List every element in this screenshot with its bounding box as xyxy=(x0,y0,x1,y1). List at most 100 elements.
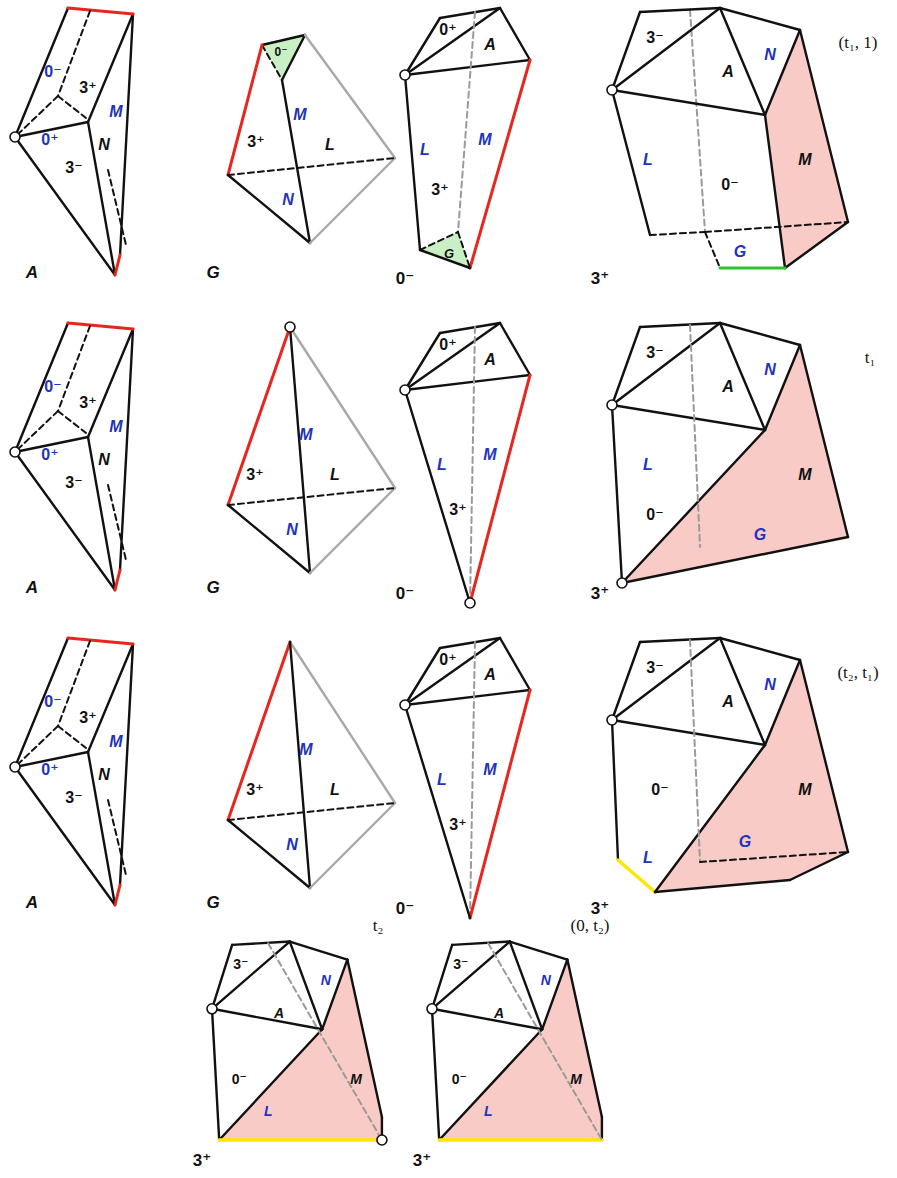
polyhedron-edge xyxy=(305,35,395,158)
row-tag: t₂ xyxy=(373,917,384,934)
face-label: A xyxy=(484,37,496,53)
face-label: M xyxy=(478,132,491,148)
polyhedron-edge xyxy=(228,327,290,505)
polyhedron-edge xyxy=(310,803,395,888)
polyhedron-edge xyxy=(720,323,800,345)
polyhedron-edge xyxy=(470,375,530,603)
polyhedron-edge xyxy=(405,705,470,918)
polyhedron-edge xyxy=(15,8,68,137)
vertex-marker xyxy=(400,700,410,710)
face-label: 3⁻ xyxy=(65,160,82,176)
face-label: N xyxy=(321,973,331,987)
polyhedron-edge xyxy=(108,800,126,875)
polyhedron-edge xyxy=(439,1029,542,1140)
polyhedron-edge xyxy=(785,222,848,268)
shaded-face xyxy=(219,960,382,1140)
polyhedron-edge xyxy=(15,726,58,767)
polyhedron-edge xyxy=(470,327,475,603)
polyhedron-edge xyxy=(115,885,120,905)
face-label: M xyxy=(798,782,811,798)
polyhedron-edge xyxy=(88,752,115,905)
face-label: 0⁻ xyxy=(651,782,668,798)
face-label: L xyxy=(437,457,447,473)
face-label: G xyxy=(734,244,746,260)
polyhedron-edge xyxy=(542,960,567,1030)
vertex-marker xyxy=(607,400,617,410)
polyhedron-edge xyxy=(567,960,602,1117)
polyhedron-edge xyxy=(612,405,622,583)
face-label: 3⁻ xyxy=(65,475,82,491)
polyhedron-edge xyxy=(720,267,785,270)
panel-caption: 0⁻ xyxy=(396,900,414,917)
vertex-marker xyxy=(10,447,20,457)
vertex-marker xyxy=(400,70,410,80)
row-tag: t₁ xyxy=(865,349,876,366)
face-label: L xyxy=(643,152,653,168)
polyhedron-edge xyxy=(612,638,720,720)
vertex-marker xyxy=(400,385,410,395)
row-tag: (0, t₂) xyxy=(571,917,610,934)
face-label: 0⁻ xyxy=(646,507,663,523)
polyhedron-edge xyxy=(470,642,475,918)
polyhedron-edge xyxy=(219,1029,322,1140)
face-label: 0⁺ xyxy=(439,22,456,38)
panel-caption: A xyxy=(26,264,38,281)
face-label: 3⁺ xyxy=(449,502,466,518)
polyhedron-edge xyxy=(432,1009,542,1030)
face-label: A xyxy=(722,379,734,395)
polyhedron-edge xyxy=(310,158,395,243)
face-label: L xyxy=(437,772,447,788)
polyhedron-edge xyxy=(15,767,115,905)
polyhedron-edge xyxy=(765,115,785,268)
face-label: N xyxy=(98,767,110,783)
polyhedron-edge xyxy=(488,943,602,1140)
polyhedron-edge xyxy=(290,942,322,1030)
polyhedron-edge xyxy=(405,60,530,75)
face-label: L xyxy=(484,1104,493,1118)
polyhedron-edge xyxy=(405,648,440,705)
polyhedron-edge xyxy=(115,570,120,590)
polyhedron-edge xyxy=(405,690,530,705)
face-label: M xyxy=(570,1072,582,1086)
polyhedron-edge xyxy=(228,803,395,820)
polyhedron-edge xyxy=(720,638,800,660)
polyhedron-edge xyxy=(432,1009,439,1140)
polyhedron-edge xyxy=(765,345,800,430)
vertex-marker xyxy=(607,715,617,725)
polyhedron-edge xyxy=(212,1009,219,1140)
polyhedron-edge xyxy=(15,452,115,590)
polyhedron-edge xyxy=(640,323,720,327)
face-label: 3⁻ xyxy=(65,790,82,806)
polyhedron-edge xyxy=(655,745,765,892)
polyhedron-edge xyxy=(470,690,530,918)
row-tag: (t₁, 1) xyxy=(839,34,878,51)
face-label: 0⁺ xyxy=(41,762,58,778)
polyhedron-edge xyxy=(405,75,420,250)
polyhedron-edge xyxy=(228,175,310,243)
polyhedron-edge xyxy=(439,1138,602,1142)
vertex-marker xyxy=(10,132,20,142)
polyhedron-edge xyxy=(765,30,800,115)
shaded-face xyxy=(622,345,848,583)
face-label: L xyxy=(330,467,340,483)
face-label: A xyxy=(722,694,734,710)
panel-caption: A xyxy=(26,579,38,596)
face-label: 3⁺ xyxy=(79,80,96,96)
polyhedron-edge xyxy=(120,14,133,255)
face-label: M xyxy=(798,467,811,483)
polyhedron-edge xyxy=(405,390,470,603)
panel-caption: G xyxy=(206,264,219,281)
polyhedron-edge xyxy=(612,405,765,430)
shaded-face xyxy=(420,232,470,268)
face-label: N xyxy=(764,362,776,378)
face-label: N xyxy=(541,973,551,987)
face-label: N xyxy=(286,837,298,853)
polyhedron-edge xyxy=(470,60,530,268)
polyhedron-edge xyxy=(15,323,68,452)
face-label: 0⁻ xyxy=(44,64,61,80)
face-label: N xyxy=(98,452,110,468)
face-label: 3⁻ xyxy=(453,957,468,971)
face-label: L xyxy=(330,782,340,798)
polyhedron-edge xyxy=(612,8,720,90)
